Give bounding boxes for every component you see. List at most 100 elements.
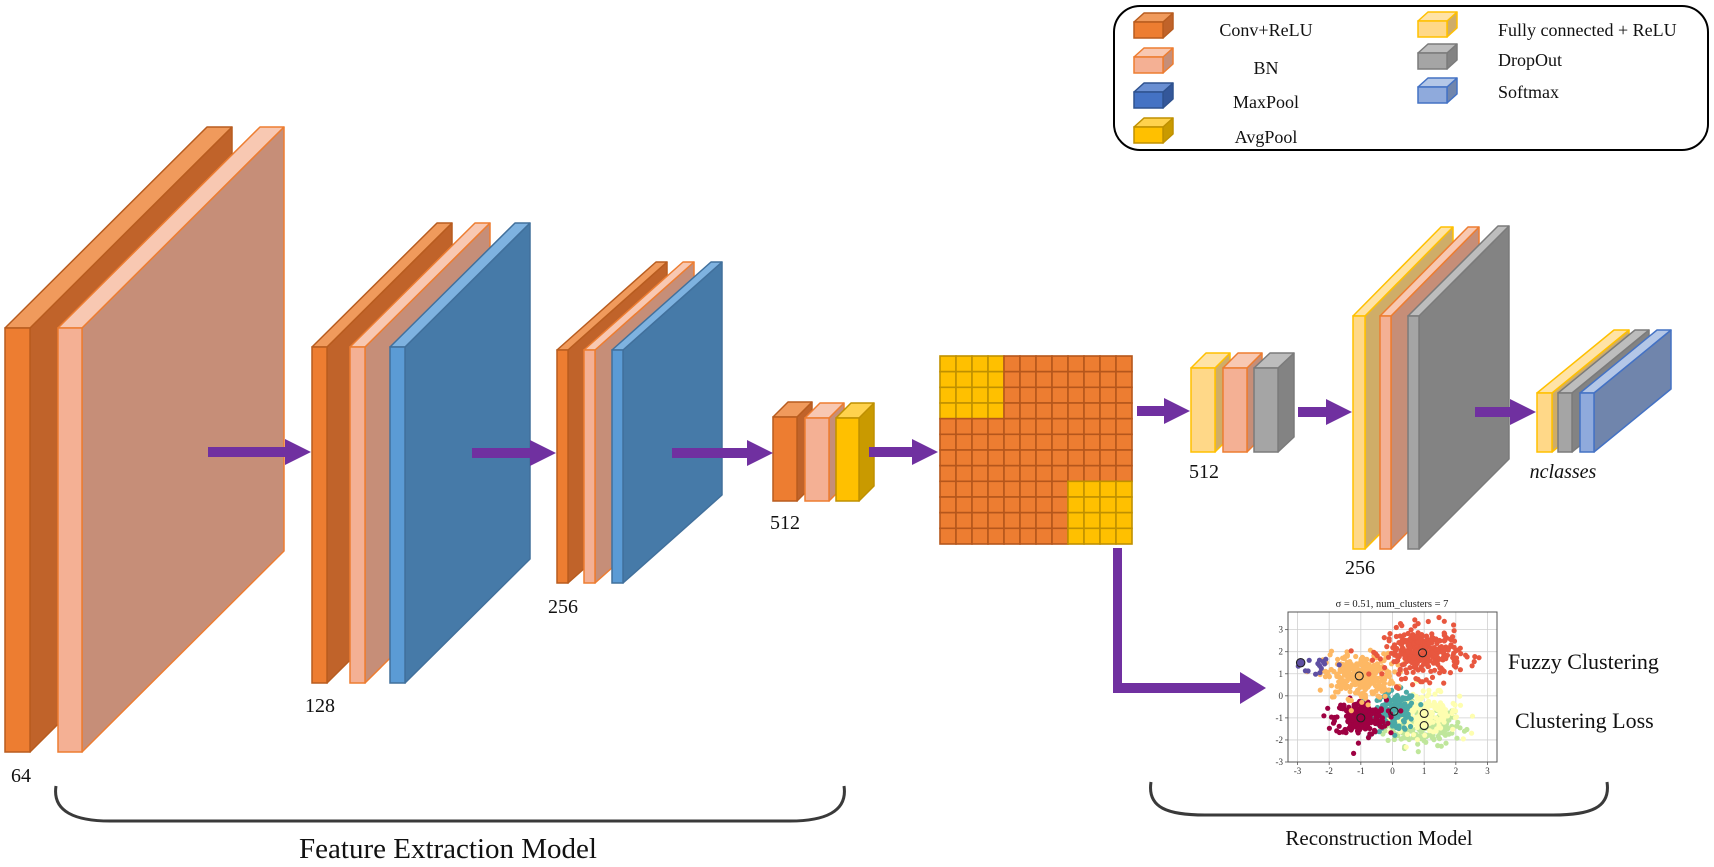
grid-cell-highlight [1115, 511, 1133, 530]
grid-cell-highlight [971, 370, 989, 389]
data-point [1344, 653, 1350, 659]
data-point [1353, 653, 1359, 660]
data-point [1446, 731, 1452, 737]
data-point [1352, 690, 1359, 696]
grid-cell [1019, 511, 1037, 530]
data-point [1447, 636, 1453, 642]
data-point [1453, 714, 1459, 720]
grid-cell [1003, 464, 1021, 483]
data-point [1401, 632, 1407, 638]
y-tick-label: -2 [1276, 735, 1284, 745]
grid-cell [1035, 402, 1053, 420]
data-point [1438, 689, 1444, 695]
data-point [1387, 631, 1393, 637]
y-tick-label: 2 [1279, 647, 1284, 657]
grid-cell [987, 433, 1005, 451]
legend-label-avgpool: AvgPool [1235, 127, 1298, 147]
fuzzy-clustering-label: Fuzzy Clustering [1508, 649, 1659, 674]
conv-layer-64-front [4, 327, 31, 753]
data-point [1366, 678, 1372, 684]
data-point [1432, 660, 1438, 666]
y-tick-label: 1 [1279, 669, 1284, 679]
grid-cell [955, 417, 973, 436]
data-point [1402, 675, 1408, 682]
data-point [1396, 671, 1402, 677]
data-point [1412, 617, 1418, 623]
size-label-nclasses: nclasses [1530, 461, 1597, 483]
data-point [1394, 653, 1400, 659]
data-point [1336, 723, 1342, 729]
softmax-block-icon [1417, 77, 1458, 104]
data-point [1471, 659, 1477, 665]
data-point [1334, 683, 1340, 690]
data-point [1472, 654, 1478, 660]
data-point [1365, 702, 1371, 708]
data-point [1357, 684, 1363, 691]
grid-cell [939, 511, 957, 530]
grid-cell-highlight [939, 402, 957, 420]
conv-layer-256-front [556, 349, 569, 584]
data-point [1447, 670, 1453, 676]
data-point [1344, 649, 1350, 655]
grid-cell [1099, 355, 1117, 373]
conv-relu-block-icon-front [1133, 21, 1164, 39]
data-point [1390, 719, 1396, 725]
bn-layer-fc-256-front [1379, 315, 1392, 550]
data-point [1458, 651, 1464, 657]
data-point [1441, 618, 1447, 624]
grid-cell-highlight [939, 370, 957, 389]
grid-cell [1083, 449, 1101, 467]
data-point [1376, 666, 1382, 673]
data-point [1441, 630, 1447, 636]
grid-cell-highlight [1067, 480, 1085, 498]
grid-cell [955, 464, 973, 483]
grid-cell [1019, 370, 1037, 389]
grid-cell [1035, 449, 1053, 467]
data-point [1476, 655, 1482, 661]
grid-cell [1035, 355, 1053, 373]
y-tick-label: -3 [1276, 757, 1284, 767]
data-point [1436, 614, 1442, 621]
grid-cell [1067, 355, 1085, 373]
data-point [1407, 702, 1413, 709]
grid-cell-highlight [1067, 511, 1085, 530]
data-point [1453, 648, 1459, 654]
data-point [1388, 730, 1394, 736]
grid-cell [1051, 449, 1069, 467]
data-point [1442, 726, 1448, 732]
data-point [1386, 673, 1392, 680]
grid-cell [1115, 449, 1133, 467]
data-point [1422, 643, 1428, 649]
grid-cell [971, 480, 989, 498]
data-point [1393, 633, 1399, 640]
grid-cell [939, 449, 957, 467]
data-point [1330, 720, 1337, 726]
clustering-loss-label: Clustering Loss [1515, 708, 1654, 733]
grid-cell [1003, 417, 1021, 436]
data-point [1381, 635, 1387, 641]
grid-cell-highlight [1067, 496, 1085, 514]
data-point [1405, 714, 1412, 720]
data-point [1407, 723, 1414, 730]
data-point [1429, 650, 1435, 656]
data-point [1454, 658, 1460, 665]
data-point [1403, 744, 1409, 750]
grid-cell [1115, 386, 1133, 404]
data-point [1415, 749, 1421, 755]
grid-cell [1083, 417, 1101, 436]
data-point [1452, 708, 1459, 714]
data-point [1437, 656, 1443, 662]
data-point [1359, 699, 1365, 705]
grid-cell [1035, 496, 1053, 514]
data-point [1323, 656, 1329, 662]
grid-cell [1019, 480, 1037, 498]
grid-cell [1003, 386, 1021, 404]
data-point [1352, 663, 1358, 669]
data-point [1325, 705, 1331, 711]
grid-cell [955, 449, 973, 467]
data-point [1385, 720, 1391, 727]
grid-cell-highlight [955, 386, 973, 404]
data-point [1403, 689, 1409, 695]
grid-cell [1115, 417, 1133, 436]
data-point [1396, 697, 1402, 704]
